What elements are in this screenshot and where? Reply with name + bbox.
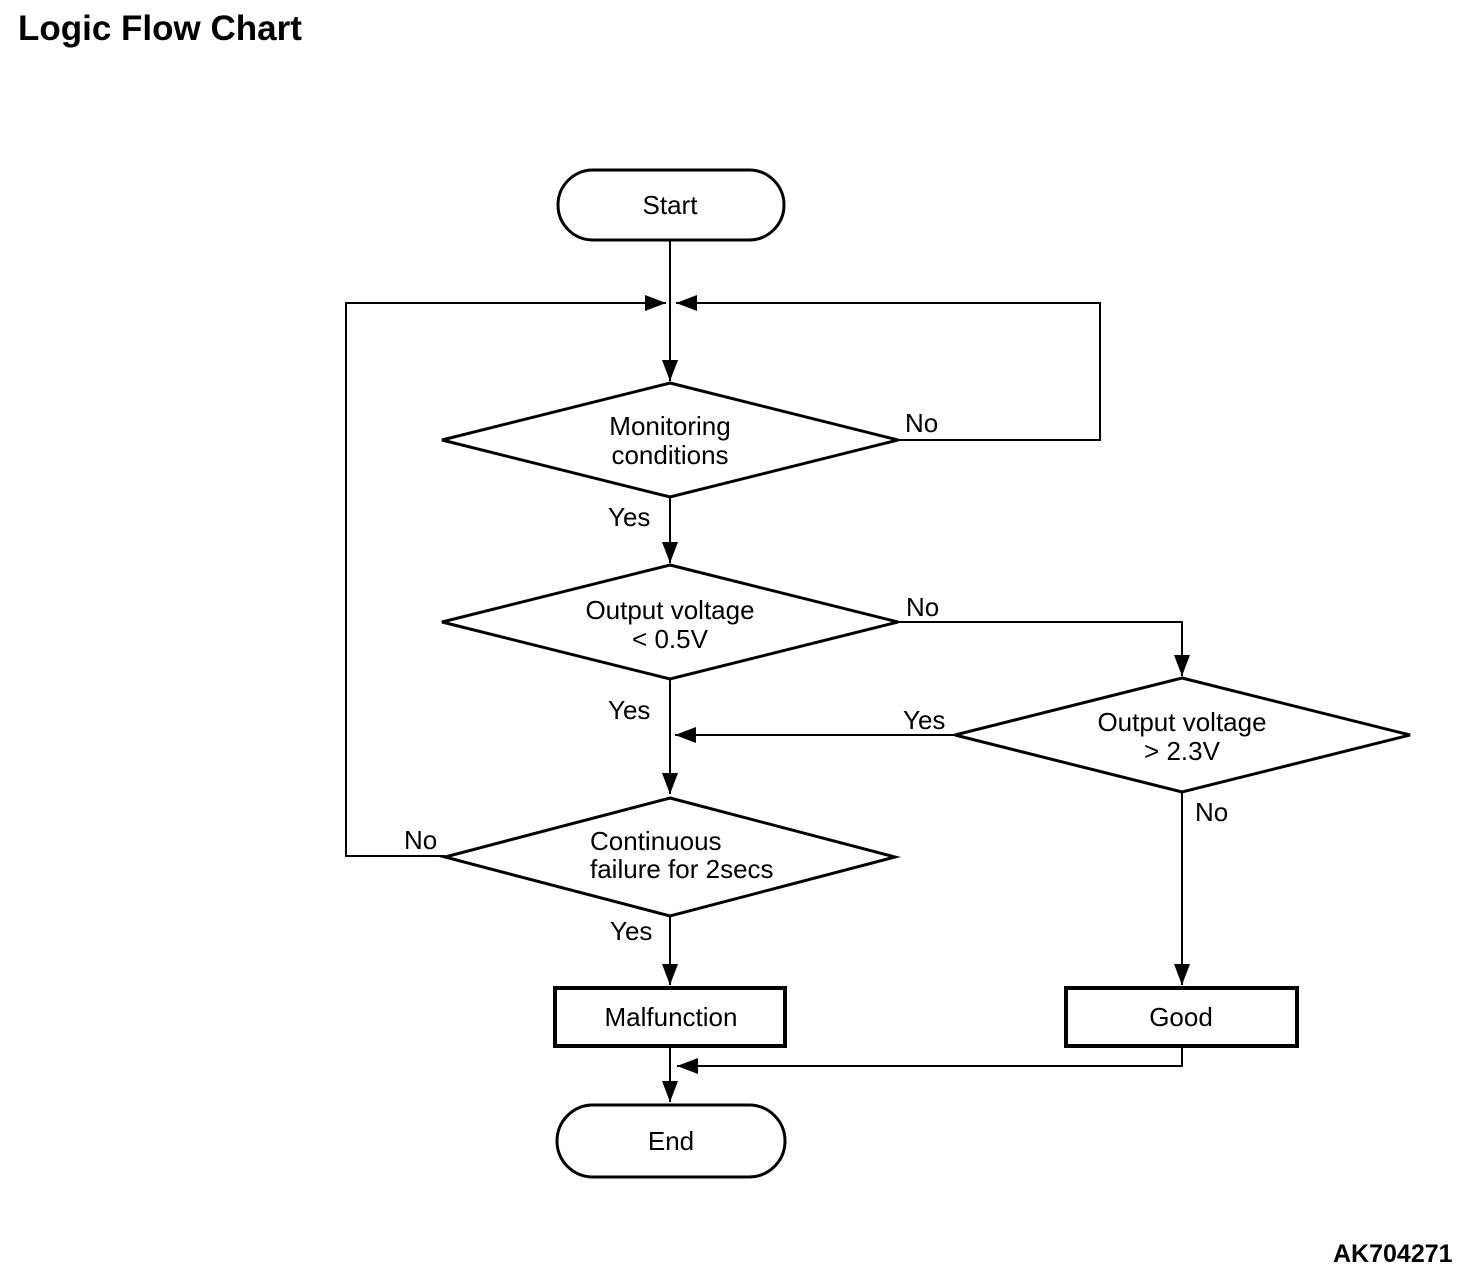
monitoring-conditions-label-line2: conditions xyxy=(611,440,728,470)
continuous-failure-label-line2: failure for 2secs xyxy=(590,854,774,884)
node-output-voltage-high: Output voltage > 2.3V xyxy=(954,676,1411,794)
output-voltage-high-shape xyxy=(954,676,1411,794)
node-start: Start xyxy=(556,168,786,242)
figure-id: AK704271 xyxy=(1333,1240,1453,1268)
node-good: Good xyxy=(1064,986,1299,1048)
edge-label-voltage-low-no: No xyxy=(906,592,939,622)
good-label: Good xyxy=(1149,1002,1213,1032)
node-continuous-failure: Continuous failure for 2secs xyxy=(439,796,901,918)
monitoring-conditions-shape xyxy=(441,381,899,499)
continuous-failure-label-line1: Continuous xyxy=(590,826,722,856)
edge-label-voltage-high-no: No xyxy=(1195,797,1228,827)
node-malfunction: Malfunction xyxy=(553,986,787,1048)
edge-monitoring-no-loop xyxy=(676,295,1101,441)
node-end: End xyxy=(555,1103,787,1179)
end-label: End xyxy=(648,1126,694,1156)
output-voltage-low-label-line2: < 0.5V xyxy=(632,624,709,654)
edge-voltage-low-no xyxy=(898,621,1190,676)
output-voltage-low-shape xyxy=(441,563,899,681)
start-label: Start xyxy=(643,190,699,220)
continuous-failure-shape xyxy=(439,796,901,918)
malfunction-label: Malfunction xyxy=(605,1002,738,1032)
start-shape xyxy=(556,168,786,242)
edge-label-continuous-no: No xyxy=(404,825,437,855)
page-title: Logic Flow Chart xyxy=(18,9,302,48)
output-voltage-low-label-line1: Output voltage xyxy=(585,595,754,625)
malfunction-shape xyxy=(553,986,787,1048)
edge-continuous-no-loop xyxy=(345,295,666,857)
end-shape xyxy=(555,1103,787,1179)
edge-label-voltage-low-yes: Yes xyxy=(608,695,650,725)
edge-label-voltage-high-yes: Yes xyxy=(903,705,945,735)
edge-label-continuous-yes: Yes xyxy=(610,916,652,946)
node-output-voltage-low: Output voltage < 0.5V xyxy=(441,563,899,681)
output-voltage-high-label-line1: Output voltage xyxy=(1097,707,1266,737)
node-monitoring-conditions: Monitoring conditions xyxy=(441,381,899,499)
output-voltage-high-label-line2: > 2.3V xyxy=(1144,736,1221,766)
edge-label-monitoring-no: No xyxy=(905,408,938,438)
good-shape xyxy=(1064,986,1299,1048)
monitoring-conditions-label-line1: Monitoring xyxy=(609,411,730,441)
edge-good-to-end xyxy=(677,1046,1183,1074)
edge-label-monitoring-yes: Yes xyxy=(608,502,650,532)
